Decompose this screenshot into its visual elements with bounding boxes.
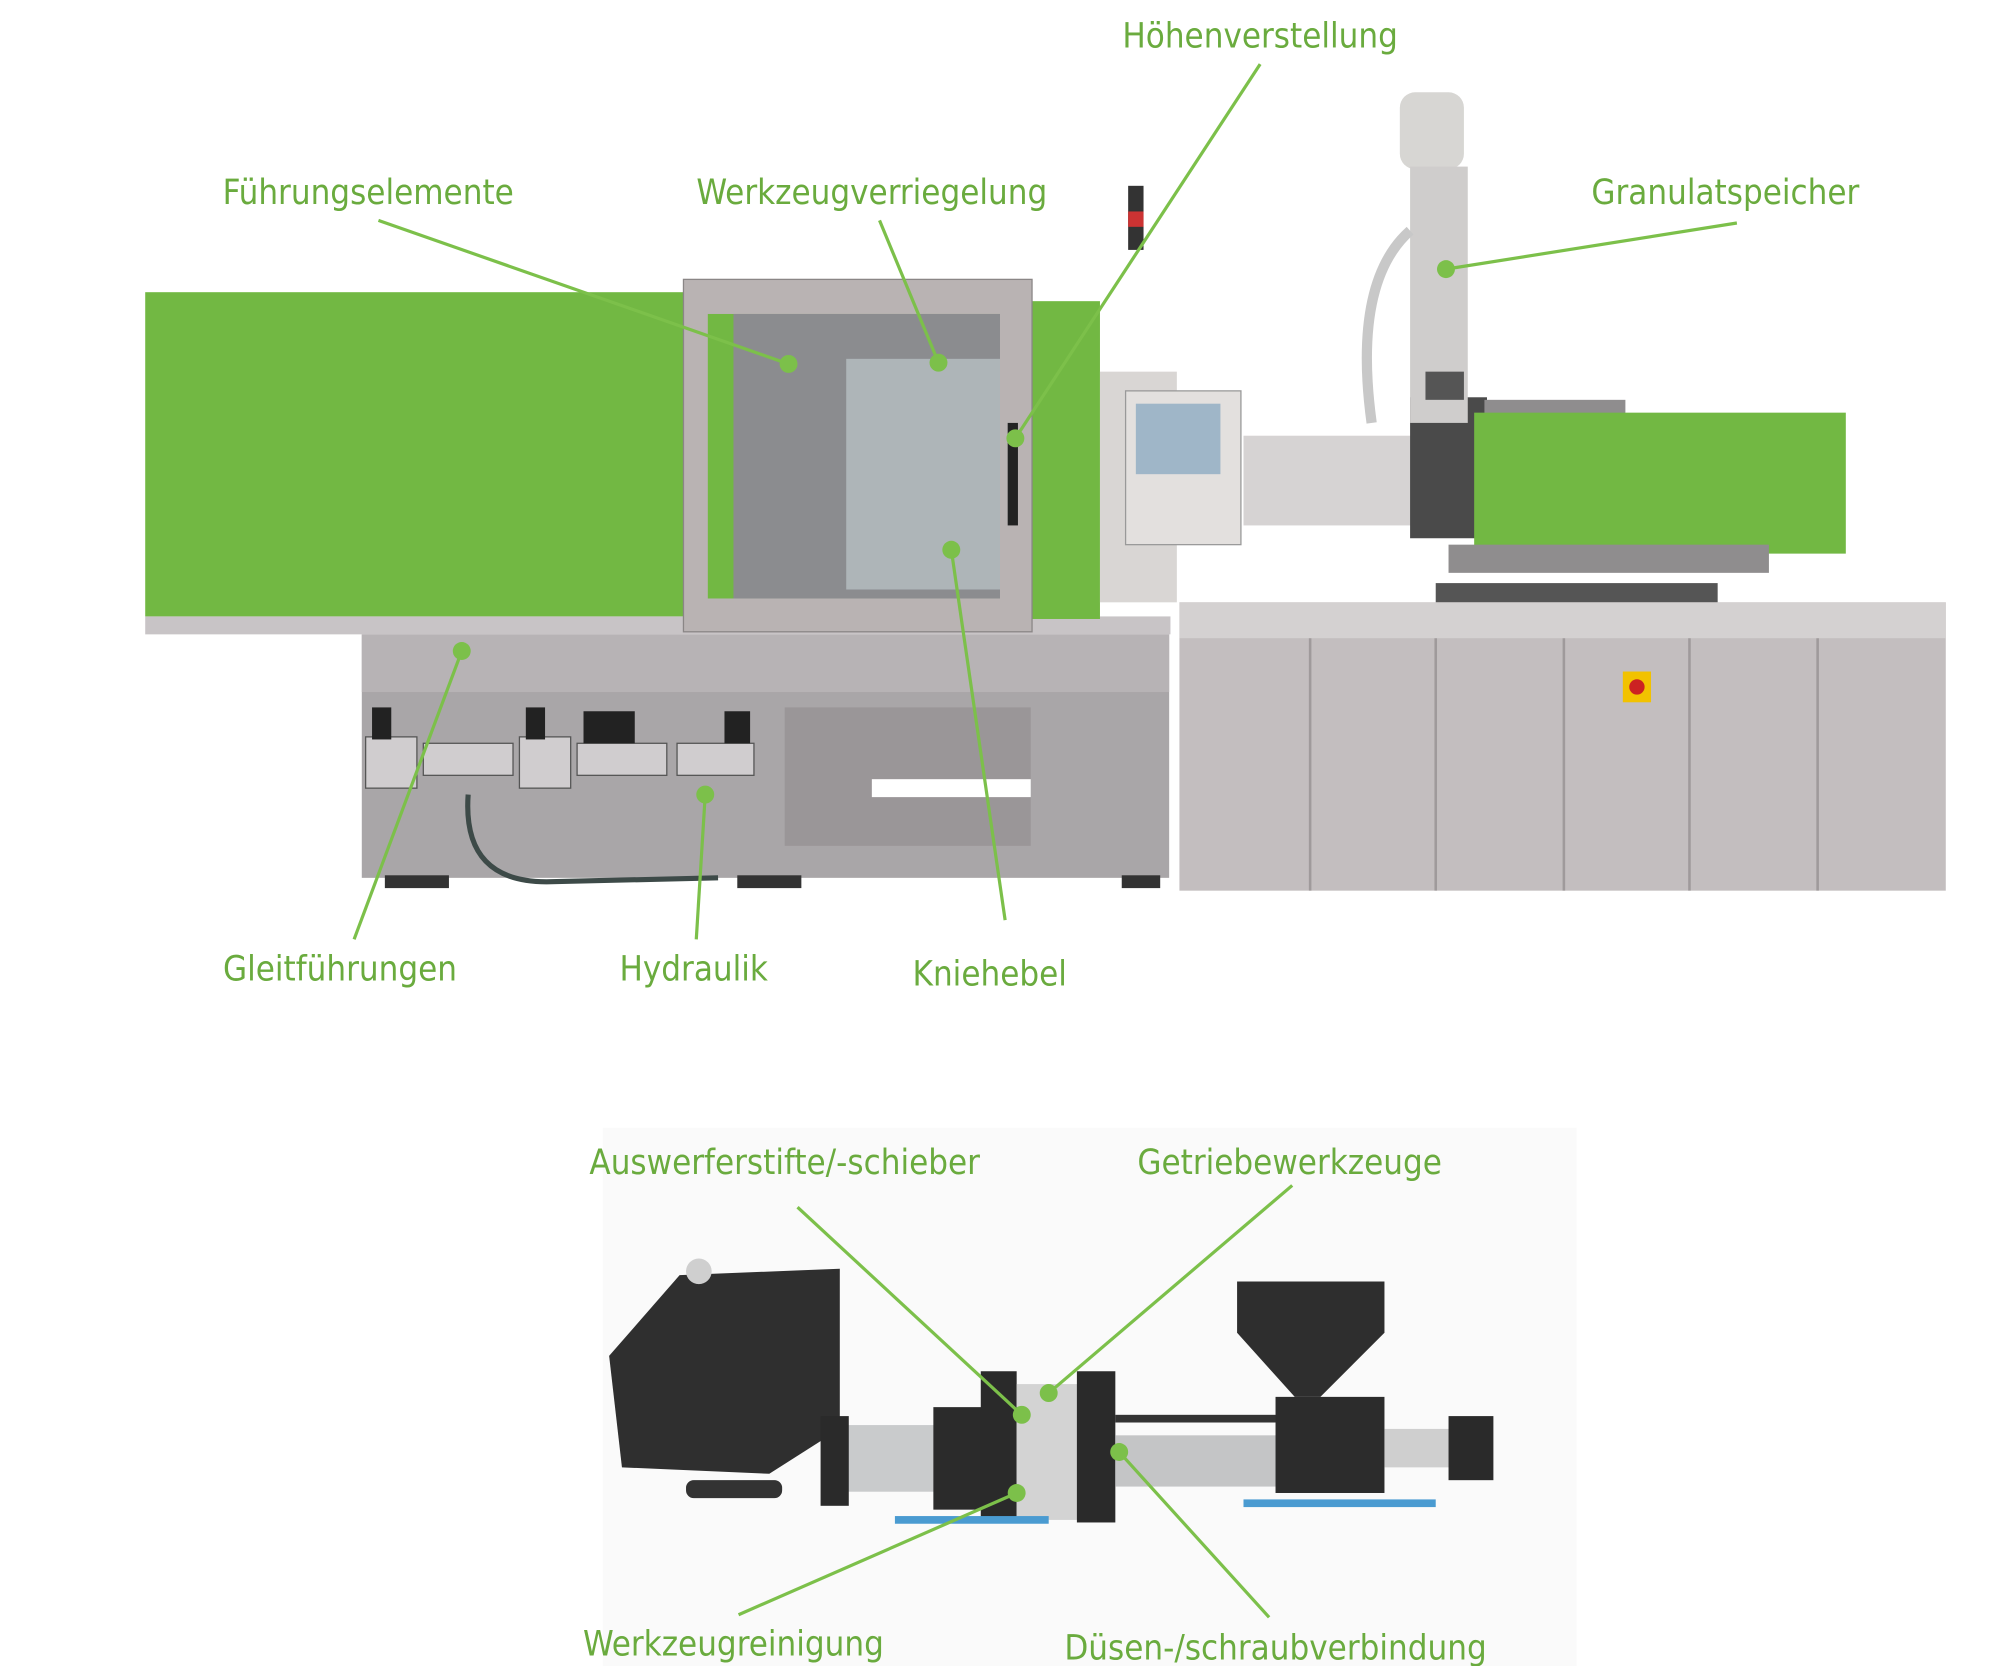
injection-molding-machine-photo <box>145 92 1946 891</box>
label-getriebewerkzeuge: Getriebewerkzeuge <box>1137 1143 1442 1183</box>
label-werkzeugverriegelung: Werkzeugverriegelung <box>696 173 1047 213</box>
label-auswerferstifte: Auswerferstifte/-schieber <box>589 1143 980 1183</box>
label-hoehenverstellung: Höhenverstellung <box>1122 16 1398 56</box>
label-hydraulik: Hydraulik <box>619 949 767 989</box>
label-duesenverbindung: Düsen-/schraubverbindung <box>1064 1629 1486 1666</box>
label-gleitfuehrungen: Gleitführungen <box>223 949 457 989</box>
machine-cad-model <box>602 1127 1577 1666</box>
label-fuehrungselemente: Führungselemente <box>223 173 514 213</box>
leader-lines-top <box>352 63 1738 940</box>
label-werkzeugreinigung: Werkzeugreinigung <box>583 1625 884 1665</box>
label-kniehebel: Kniehebel <box>913 955 1067 995</box>
label-granulatspeicher: Granulatspeicher <box>1591 173 1859 213</box>
leader-lines-bottom <box>737 1184 1294 1619</box>
